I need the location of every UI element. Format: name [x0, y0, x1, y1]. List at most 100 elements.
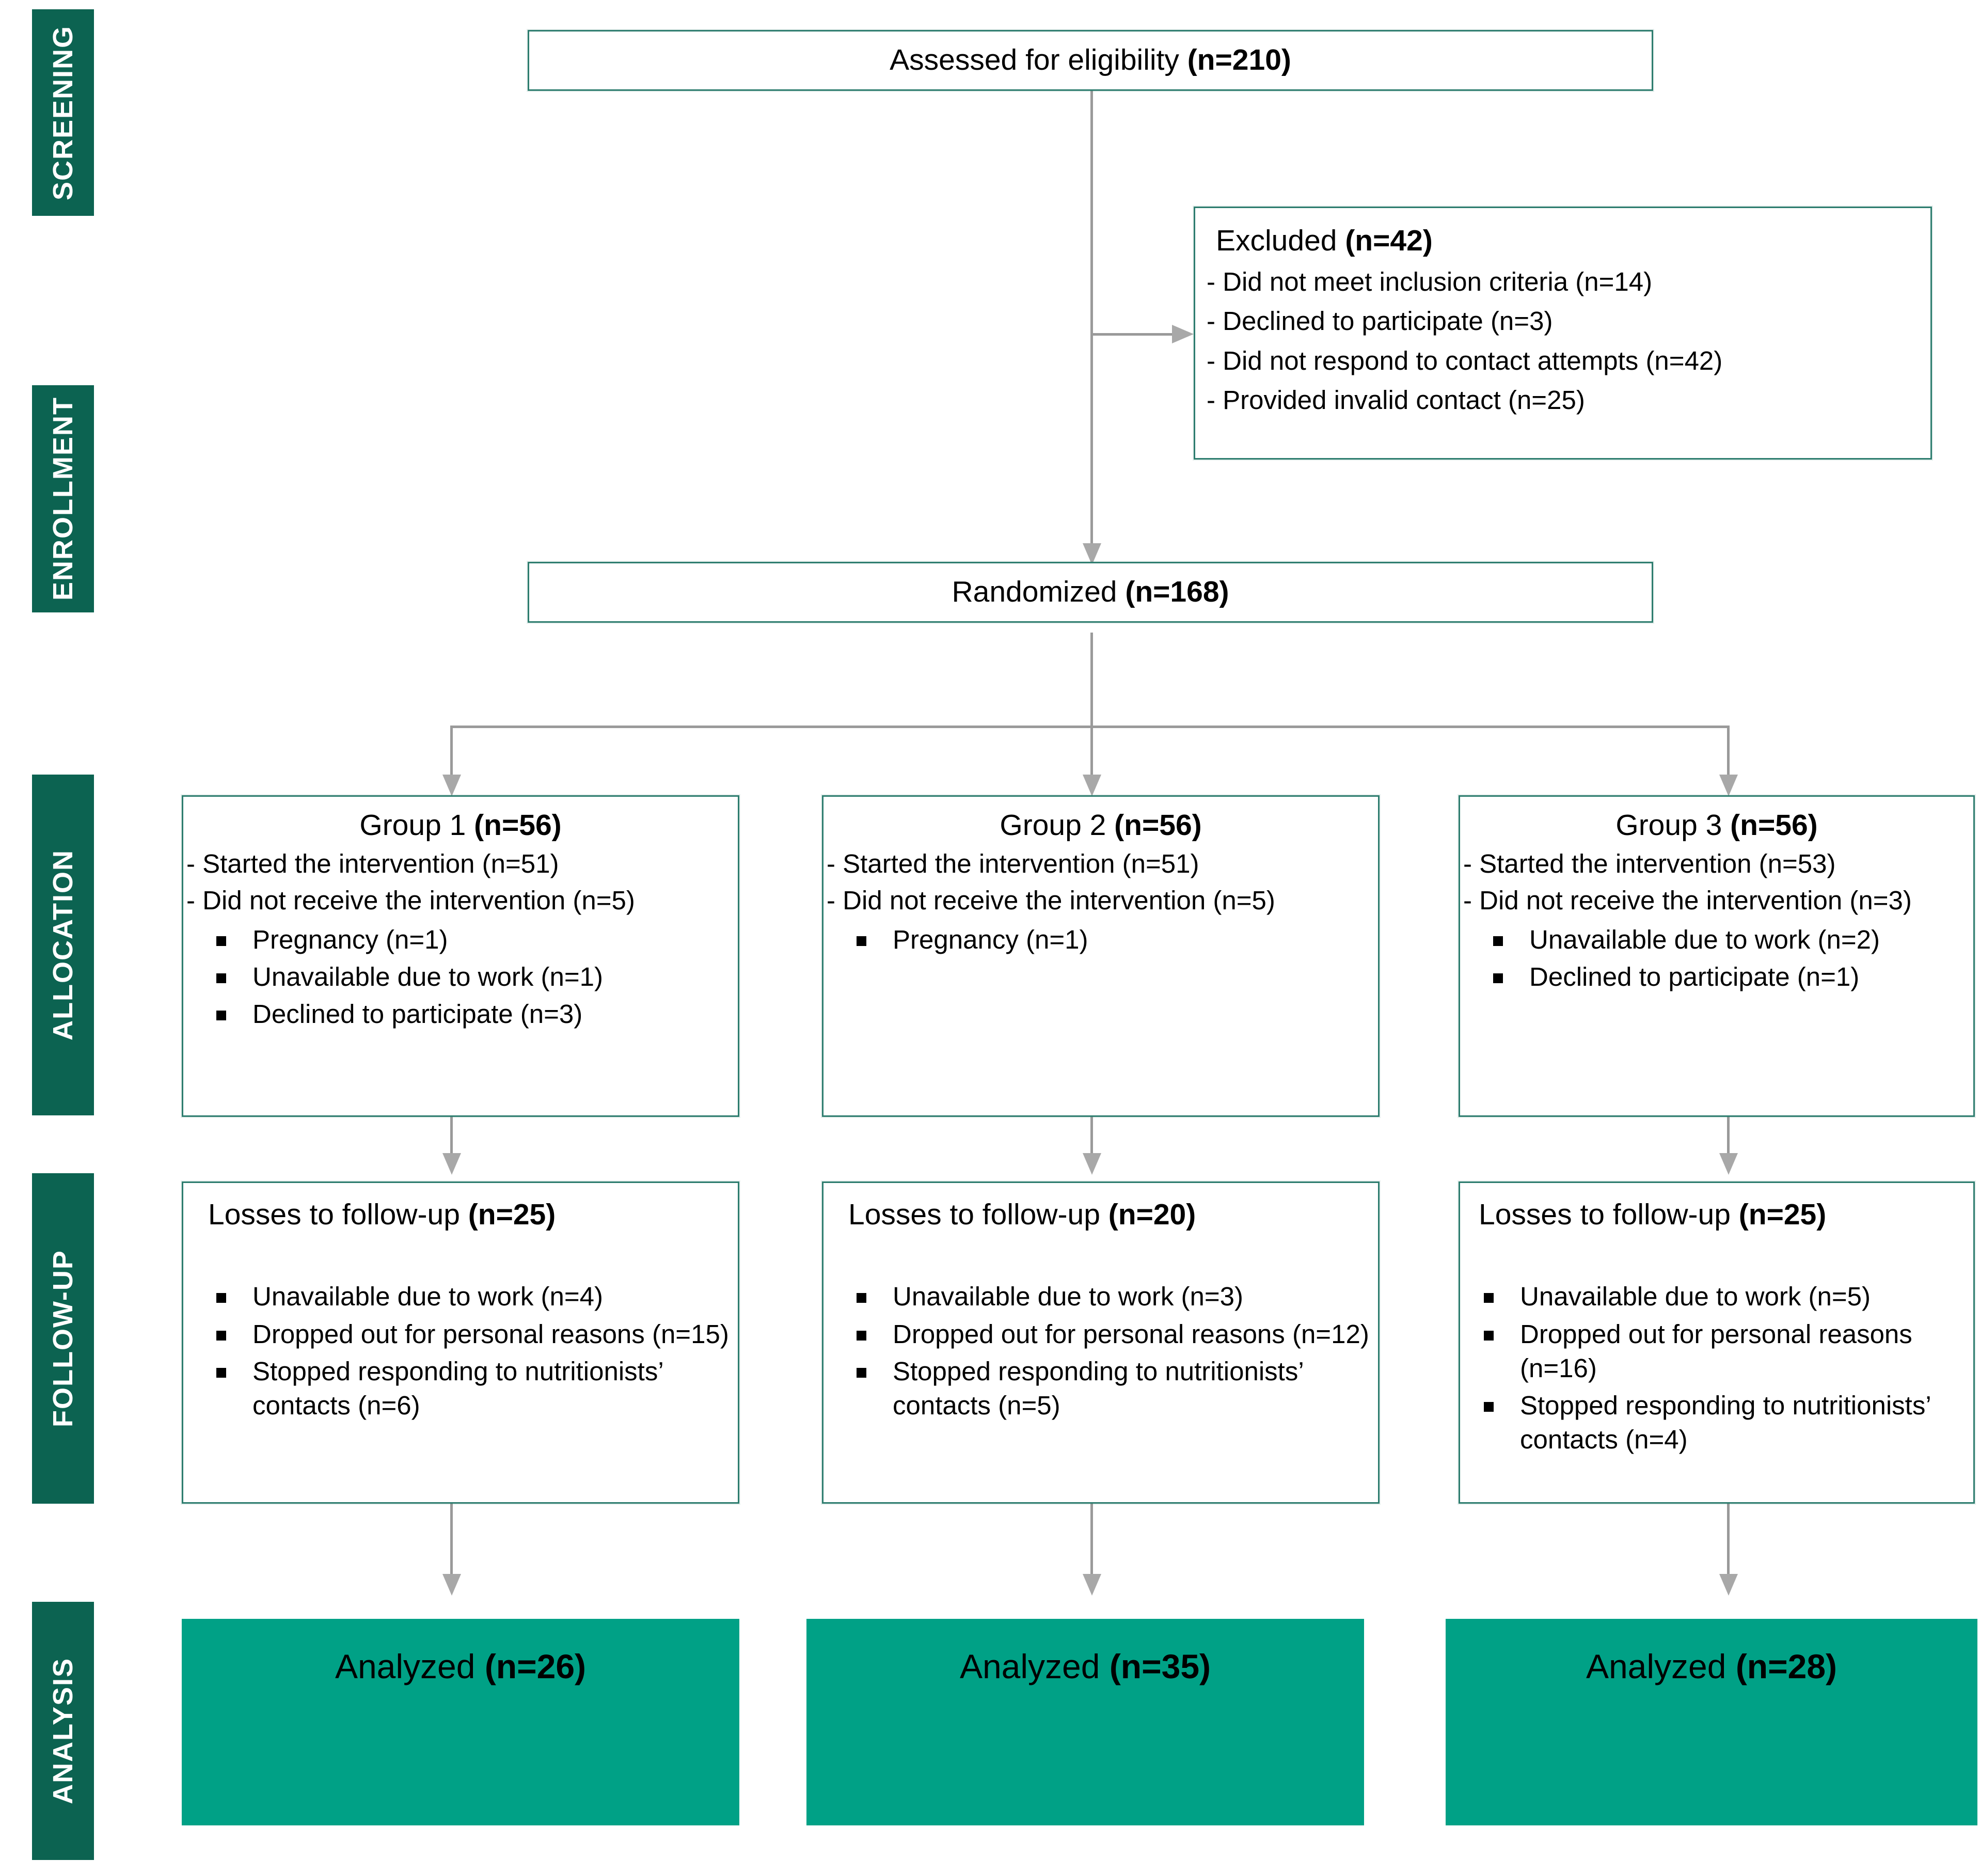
- analyzed-2-title: Analyzed (n=35): [960, 1619, 1211, 1686]
- group-3-title-plain: Group 3: [1615, 809, 1731, 842]
- analyzed-2-title-plain: Analyzed: [959, 1647, 1110, 1685]
- group-3-bullet: Declined to participate (n=1): [1493, 960, 1970, 994]
- followup-2-title: Losses to follow-up (n=20): [827, 1193, 1375, 1232]
- arrow-group3-to-followup: [1719, 1153, 1738, 1175]
- connector-followup3-to-analysis: [1727, 1504, 1730, 1581]
- followup-3-title-count: (n=25): [1738, 1198, 1827, 1231]
- excluded-item: - Declined to participate (n=3): [1207, 306, 1553, 336]
- group-1-title-count: (n=56): [474, 809, 562, 842]
- arrow-assessed-to-randomized: [1083, 543, 1101, 565]
- connector-group2-to-followup: [1090, 1117, 1093, 1163]
- followup-1-bullet: Dropped out for personal reasons (n=15): [216, 1317, 735, 1351]
- followup-1-title-count: (n=25): [468, 1198, 556, 1231]
- followup-2-bullet: Stopped responding to nutritionists’ con…: [857, 1354, 1375, 1423]
- stage-label-followup: FOLLOW-UP: [32, 1173, 94, 1504]
- arrow-to-group-2: [1083, 775, 1101, 796]
- analyzed-3-title-plain: Analyzed: [1586, 1647, 1736, 1685]
- followup-1-title-plain: Losses to follow-up: [208, 1198, 468, 1231]
- arrow-to-group-1: [442, 775, 461, 796]
- node-analyzed-group-2: Analyzed (n=35): [806, 1619, 1364, 1825]
- analyzed-1-title-count: (n=26): [484, 1647, 587, 1685]
- excluded-title: Excluded (n=42): [1207, 222, 1920, 260]
- stage-label-text: ALLOCATION: [47, 849, 78, 1041]
- group-2-dash-item: - Did not receive the intervention (n=5): [827, 885, 1275, 915]
- followup-2-bullet: Dropped out for personal reasons (n=12): [857, 1317, 1375, 1351]
- excluded-title-count: (n=42): [1345, 224, 1433, 257]
- group-3-title: Group 3 (n=56): [1463, 804, 1970, 843]
- group-3-bullet-list: Unavailable due to work (n=2) Declined t…: [1463, 923, 1970, 995]
- group-2-bullet-list: Pregnancy (n=1): [827, 923, 1375, 957]
- randomized-title-plain: Randomized: [952, 575, 1126, 609]
- group-1-bullet: Pregnancy (n=1): [216, 923, 735, 957]
- analyzed-1-title: Analyzed (n=26): [335, 1619, 586, 1686]
- followup-2-title-plain: Losses to follow-up: [848, 1198, 1108, 1231]
- stage-label-screening: SCREENING: [32, 9, 94, 216]
- followup-3-bullet: Stopped responding to nutritionists’ con…: [1484, 1389, 1970, 1457]
- node-allocation-group-3: Group 3 (n=56) - Started the interventio…: [1459, 795, 1975, 1117]
- randomized-title: Randomized (n=168): [952, 575, 1229, 609]
- stage-label-text: ANALYSIS: [47, 1657, 78, 1805]
- node-followup-group-2: Losses to follow-up (n=20) Unavailable d…: [822, 1181, 1380, 1504]
- node-analyzed-group-1: Analyzed (n=26): [182, 1619, 739, 1825]
- stage-label-analysis: ANALYSIS: [32, 1602, 94, 1860]
- stage-label-text: SCREENING: [47, 25, 78, 200]
- connector-branch-right: [1727, 726, 1730, 785]
- group-2-title: Group 2 (n=56): [827, 804, 1375, 843]
- excluded-title-plain: Excluded: [1216, 224, 1345, 257]
- stage-label-text: FOLLOW-UP: [47, 1250, 78, 1427]
- arrow-followup1-to-analysis: [442, 1574, 461, 1596]
- group-1-title-plain: Group 1: [359, 809, 474, 842]
- group-1-dash-item: - Started the intervention (n=51): [186, 849, 559, 879]
- arrow-followup2-to-analysis: [1083, 1574, 1101, 1596]
- arrow-followup3-to-analysis: [1719, 1574, 1738, 1596]
- connector-randomized-down: [1090, 633, 1093, 727]
- group-2-title-count: (n=56): [1114, 809, 1202, 842]
- followup-1-bullet-list: Unavailable due to work (n=4) Dropped ou…: [186, 1280, 735, 1423]
- analyzed-2-title-count: (n=35): [1109, 1647, 1211, 1685]
- connector-followup2-to-analysis: [1090, 1504, 1093, 1581]
- node-allocation-group-2: Group 2 (n=56) - Started the interventio…: [822, 795, 1380, 1117]
- arrow-group1-to-followup: [442, 1153, 461, 1175]
- node-randomized: Randomized (n=168): [528, 562, 1653, 623]
- analyzed-3-title: Analyzed (n=28): [1586, 1619, 1837, 1686]
- group-2-bullet: Pregnancy (n=1): [857, 923, 1375, 957]
- connector-group1-to-followup: [450, 1117, 453, 1163]
- randomized-title-count: (n=168): [1125, 575, 1229, 609]
- followup-3-bullet: Unavailable due to work (n=5): [1484, 1280, 1970, 1314]
- followup-2-bullet-list: Unavailable due to work (n=3) Dropped ou…: [827, 1280, 1375, 1423]
- group-1-dash-item: - Did not receive the intervention (n=5): [186, 885, 635, 915]
- assessed-title-count: (n=210): [1187, 43, 1291, 77]
- group-3-bullet: Unavailable due to work (n=2): [1493, 923, 1970, 957]
- analyzed-3-title-count: (n=28): [1735, 1647, 1838, 1685]
- arrow-to-excluded: [1172, 325, 1194, 343]
- followup-2-title-count: (n=20): [1108, 1198, 1196, 1231]
- group-3-dash-item: - Started the intervention (n=53): [1463, 849, 1836, 879]
- connector-branch-left: [450, 726, 453, 785]
- excluded-item: - Did not respond to contact attempts (n…: [1207, 345, 1723, 375]
- arrow-group2-to-followup: [1083, 1153, 1101, 1175]
- connector-group3-to-followup: [1727, 1117, 1730, 1163]
- group-3-title-count: (n=56): [1730, 809, 1818, 842]
- excluded-item: - Provided invalid contact (n=25): [1207, 385, 1585, 415]
- stage-label-allocation: ALLOCATION: [32, 775, 94, 1115]
- group-3-dash-item: - Did not receive the intervention (n=3): [1463, 885, 1912, 915]
- assessed-title: Assessed for eligibility (n=210): [890, 43, 1291, 77]
- node-allocation-group-1: Group 1 (n=56) - Started the interventio…: [182, 795, 739, 1117]
- followup-1-bullet: Stopped responding to nutritionists’ con…: [216, 1354, 735, 1423]
- node-excluded: Excluded (n=42) - Did not meet inclusion…: [1194, 207, 1932, 460]
- followup-1-bullet: Unavailable due to work (n=4): [216, 1280, 735, 1314]
- followup-3-bullet-list: Unavailable due to work (n=5) Dropped ou…: [1463, 1280, 1970, 1457]
- analyzed-1-title-plain: Analyzed: [335, 1647, 485, 1685]
- assessed-title-plain: Assessed for eligibility: [890, 43, 1187, 77]
- stage-label-text: ENROLLMENT: [47, 397, 78, 601]
- node-assessed-for-eligibility: Assessed for eligibility (n=210): [528, 30, 1653, 91]
- group-1-bullet: Unavailable due to work (n=1): [216, 960, 735, 994]
- arrow-to-group-3: [1719, 775, 1738, 796]
- node-followup-group-1: Losses to follow-up (n=25) Unavailable d…: [182, 1181, 739, 1504]
- followup-2-bullet: Unavailable due to work (n=3): [857, 1280, 1375, 1314]
- stage-label-enrollment: ENROLLMENT: [32, 385, 94, 612]
- group-1-bullet-list: Pregnancy (n=1) Unavailable due to work …: [186, 923, 735, 1032]
- group-1-title: Group 1 (n=56): [186, 804, 735, 843]
- followup-3-bullet: Dropped out for personal reasons (n=16): [1484, 1317, 1970, 1386]
